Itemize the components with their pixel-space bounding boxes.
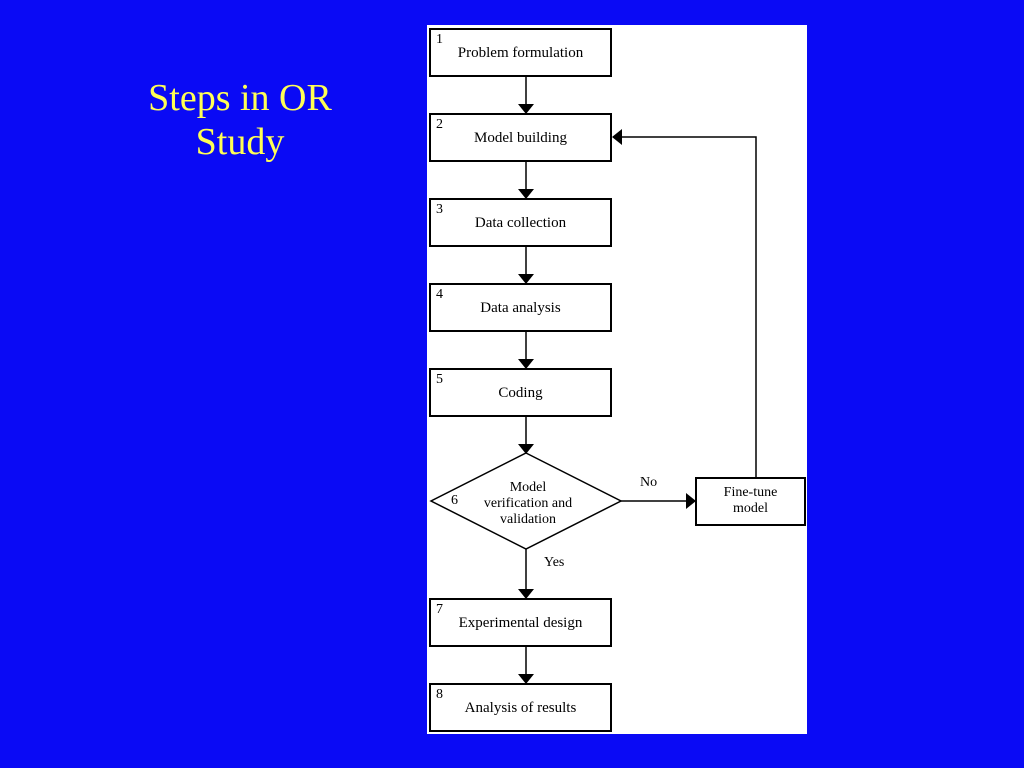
step-1-box: 1 Problem formulation (429, 28, 612, 77)
slide-title-line-2: Study (195, 121, 285, 163)
step-2-box: 2 Model building (429, 113, 612, 162)
step-4-label: Data analysis (480, 300, 561, 316)
step-5-label: Coding (498, 385, 543, 401)
step-2-label: Model building (474, 130, 567, 146)
finetune-label-line-1: Fine-tune (723, 485, 778, 500)
finetune-label-line-2: model (733, 501, 768, 516)
step-3-number: 3 (436, 202, 443, 217)
step-3-label: Data collection (474, 215, 567, 231)
step-4-box: 4 Data analysis (429, 283, 612, 332)
step-1-label: Problem formulation (457, 45, 584, 61)
edge-label-yes: Yes (544, 555, 565, 570)
step-8-label: Analysis of results (464, 700, 577, 716)
step-6-label-line-2: verification and (483, 496, 573, 511)
step-1-number: 1 (436, 32, 443, 47)
step-2-number: 2 (436, 117, 443, 132)
step-7-number: 7 (436, 602, 443, 617)
finetune-box: Fine-tune model (695, 477, 806, 526)
step-7-label: Experimental design (458, 615, 583, 631)
step-8-number: 8 (436, 687, 443, 702)
slide-title: Steps in OR Study (100, 76, 380, 164)
step-7-box: 7 Experimental design (429, 598, 612, 647)
step-5-number: 5 (436, 372, 443, 387)
step-8-box: 8 Analysis of results (429, 683, 612, 732)
step-6-label-line-3: validation (500, 512, 556, 527)
step-3-box: 3 Data collection (429, 198, 612, 247)
step-4-number: 4 (436, 287, 443, 302)
slide-title-line-1: Steps in OR (148, 77, 332, 119)
edge-label-no: No (640, 475, 658, 490)
step-6-label: Model verification and validation (466, 480, 590, 528)
step-5-box: 5 Coding (429, 368, 612, 417)
step-6-number: 6 (451, 493, 458, 508)
step-6-label-line-1: Model (509, 480, 547, 495)
